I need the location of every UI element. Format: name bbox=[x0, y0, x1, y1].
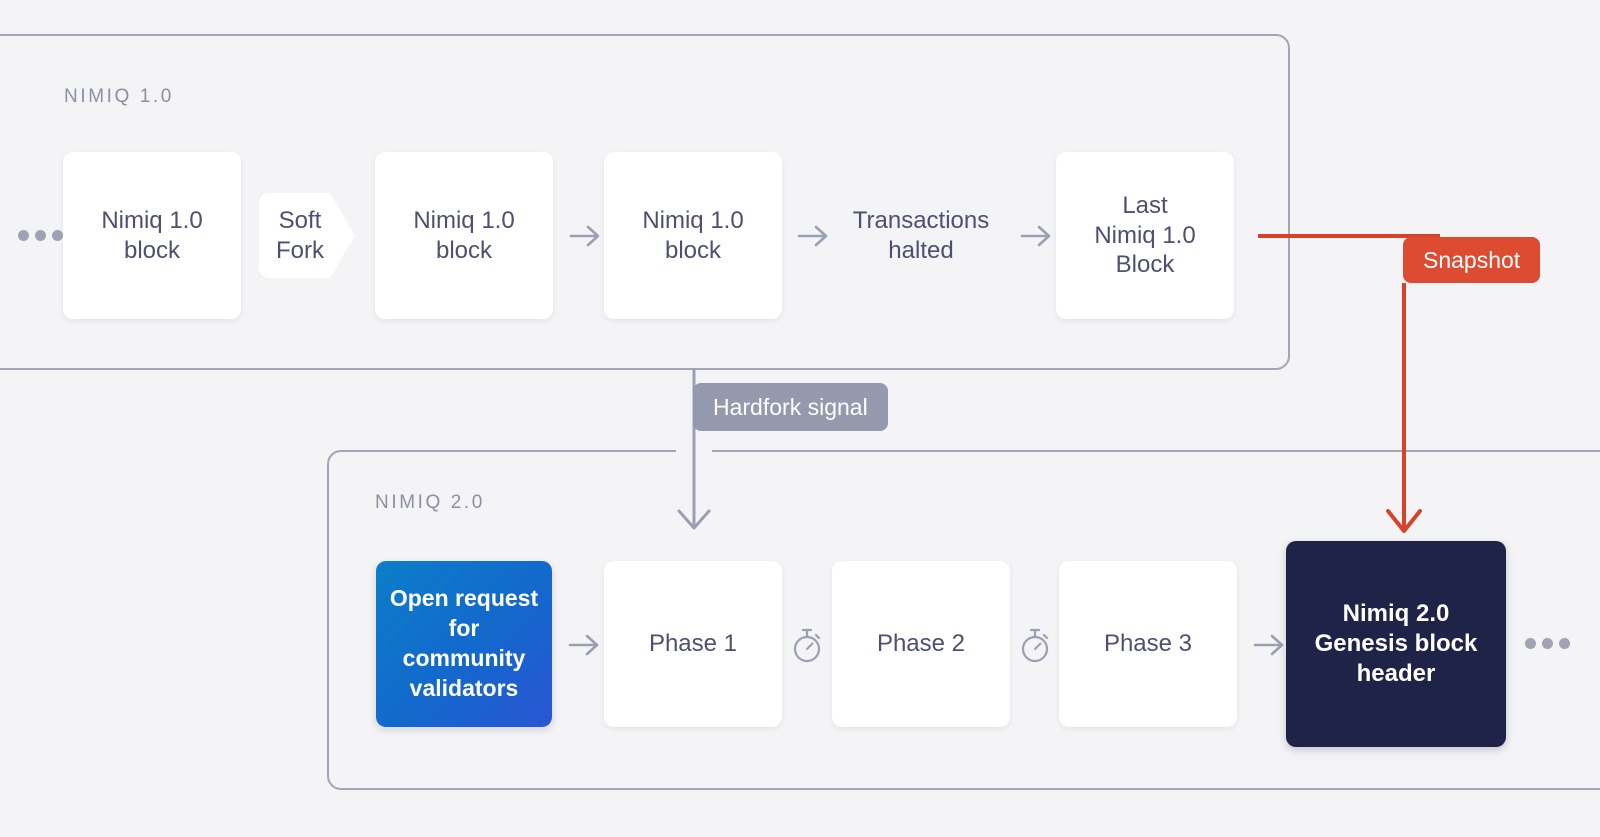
block-nimiq1-a[interactable]: Nimiq 1.0 block bbox=[63, 152, 241, 319]
ellipsis-dots-left bbox=[18, 230, 63, 241]
block-line-1: Transactions bbox=[852, 206, 990, 234]
block-line-2: block bbox=[123, 236, 181, 264]
border-gap-mask bbox=[676, 446, 712, 458]
group-label-nimiq-1: NIMIQ 1.0 bbox=[64, 86, 174, 107]
block-line-1: Nimiq 2.0 bbox=[1342, 600, 1450, 628]
arrow-right-icon bbox=[563, 214, 607, 258]
block-nimiq1-b[interactable]: Nimiq 1.0 block bbox=[375, 152, 553, 319]
ellipsis-dots-right bbox=[1525, 638, 1570, 649]
block-line-1: Nimiq 1.0 bbox=[101, 206, 203, 234]
block-open-request[interactable]: Open request for community validators bbox=[376, 561, 552, 727]
block-line-2: block bbox=[664, 236, 722, 264]
block-label: Open request for community validators bbox=[389, 585, 539, 701]
arrow-right-icon bbox=[791, 214, 835, 258]
block-line-2: Nimiq 1.0 bbox=[1094, 221, 1196, 249]
block-label: Phase 3 bbox=[1103, 630, 1193, 658]
block-phase-2[interactable]: Phase 2 bbox=[832, 561, 1010, 727]
badge-snapshot[interactable]: Snapshot bbox=[1403, 237, 1541, 283]
block-line-2: halted bbox=[888, 236, 954, 264]
block-line-1: Nimiq 1.0 bbox=[413, 206, 515, 234]
block-label: Phase 1 bbox=[648, 630, 738, 658]
block-line-2: Genesis block bbox=[1314, 630, 1478, 658]
block-line-1: Last bbox=[1122, 191, 1168, 219]
arrow-right-icon bbox=[1014, 214, 1058, 258]
block-line-1: Soft bbox=[278, 206, 322, 234]
block-phase-3[interactable]: Phase 3 bbox=[1059, 561, 1237, 727]
block-label: Phase 2 bbox=[876, 630, 966, 658]
arrow-right-icon bbox=[1247, 623, 1291, 667]
block-nimiq1-c[interactable]: Nimiq 1.0 block bbox=[604, 152, 782, 319]
group-nimiq-2 bbox=[327, 450, 1600, 790]
block-phase-1[interactable]: Phase 1 bbox=[604, 561, 782, 727]
group-nimiq-1 bbox=[0, 34, 1290, 370]
block-line-1: Nimiq 1.0 bbox=[642, 206, 744, 234]
stopwatch-icon bbox=[790, 626, 824, 664]
block-last-nimiq1[interactable]: Last Nimiq 1.0 Block bbox=[1056, 152, 1234, 319]
block-line-2: block bbox=[435, 236, 493, 264]
badge-label: Hardfork signal bbox=[713, 393, 868, 420]
badge-label: Snapshot bbox=[1423, 246, 1521, 273]
stopwatch-icon bbox=[1018, 626, 1052, 664]
group-label-nimiq-2: NIMIQ 2.0 bbox=[375, 492, 485, 513]
block-line-3: Block bbox=[1115, 251, 1175, 279]
block-line-2: Fork bbox=[276, 236, 324, 264]
arrow-right-icon bbox=[562, 623, 606, 667]
label-transactions-halted: Transactions halted bbox=[832, 152, 1010, 319]
badge-hardfork-signal[interactable]: Hardfork signal bbox=[693, 383, 888, 431]
block-nimiq2-genesis[interactable]: Nimiq 2.0 Genesis block header bbox=[1286, 541, 1506, 747]
block-line-3: header bbox=[1356, 659, 1436, 687]
